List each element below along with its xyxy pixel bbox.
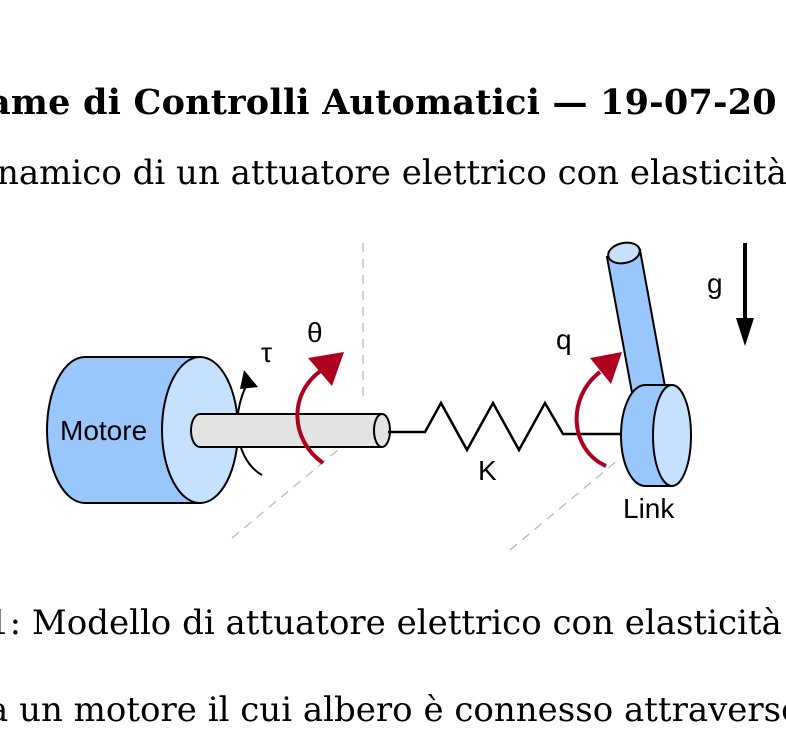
spring-label: K (478, 455, 497, 486)
gravity-label: g (707, 268, 723, 299)
theta-arrowhead (308, 352, 344, 386)
reference-dashed-lines (231, 243, 619, 551)
actuator-diagram: Motore τ θ K q g Link (46, 241, 754, 551)
section-subtitle: namico di un attuatore elettrico con ela… (0, 153, 786, 193)
theta-label: θ (307, 317, 323, 348)
torque-label: τ (261, 337, 272, 368)
q-arrowhead (590, 352, 622, 384)
motor-shaft (190, 413, 391, 448)
motor-label: Motore (60, 415, 147, 446)
torque-arrowhead (240, 370, 258, 389)
dashed-line-diagonal-left (231, 439, 351, 539)
theta-arrow (295, 352, 344, 465)
link-label: Link (623, 493, 675, 524)
q-arrow (574, 352, 622, 468)
dashed-line-diagonal-right (509, 459, 619, 551)
gravity-arrow (736, 243, 754, 346)
spring (388, 400, 625, 453)
link-arm (605, 241, 668, 400)
q-label: q (556, 324, 572, 355)
figure-caption: 1: Modello di attuatore elettrico con el… (0, 603, 782, 643)
page-title: ame di Controlli Automatici — 19-07-20 (0, 82, 777, 123)
body-paragraph: a un motore il cui albero è connesso att… (0, 690, 786, 730)
link-hub (620, 384, 692, 487)
